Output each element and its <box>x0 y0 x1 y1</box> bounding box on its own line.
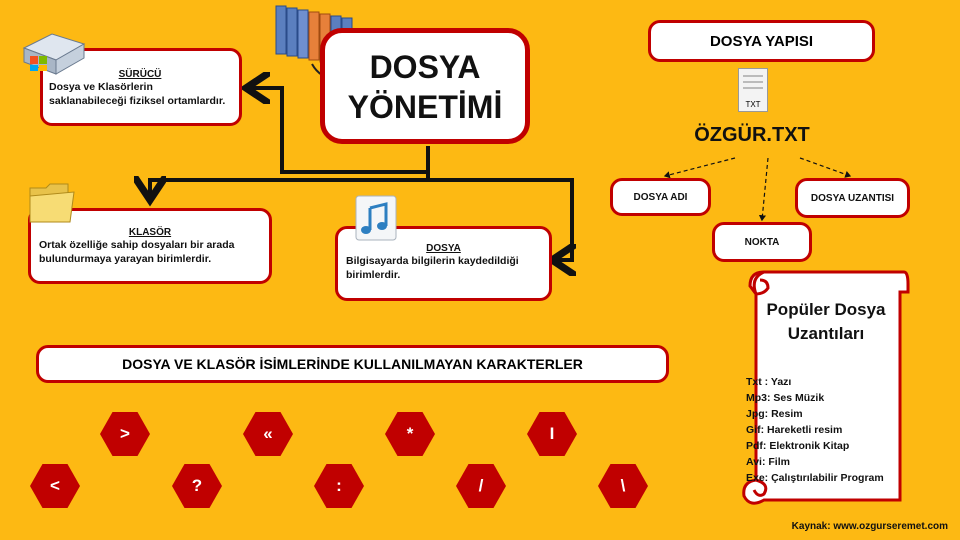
file-title: DOSYA <box>426 243 461 254</box>
char-hex: / <box>456 464 506 508</box>
example-filename: ÖZGÜR.TXT <box>694 124 810 146</box>
drive-text: Dosya ve Klasörlerin saklanabileceği fiz… <box>49 81 226 107</box>
title-line-1: DOSYA <box>369 49 481 85</box>
list-item: Mp3: Ses Müzik <box>746 392 825 404</box>
char-hex: : <box>314 464 364 508</box>
title-box: DOSYA YÖNETİMİ <box>320 28 530 144</box>
file-structure-header: DOSYA YAPISI <box>648 20 875 62</box>
drive-title: SÜRÜCÜ <box>118 69 162 80</box>
file-name-label: DOSYA ADI <box>633 191 688 203</box>
folder-text: Ortak özelliğe sahip dosyaları bir arada… <box>39 239 235 265</box>
file-text: Bilgisayarda bilgilerin kaydedildiği bir… <box>346 255 519 281</box>
list-item: Pdf: Elektronik Kitap <box>746 440 850 452</box>
popular-extensions-scroll: Popüler Dosya Uzantıları Txt : Yazı Mp3:… <box>740 270 910 510</box>
extension-part: DOSYA UZANTISI <box>795 178 910 218</box>
list-item: Jpg: Resim <box>746 408 803 420</box>
forbidden-chars-header: DOSYA VE KLASÖR İSİMLERİNDE KULLANILMAYA… <box>36 345 669 383</box>
char-hex: < <box>30 464 80 508</box>
popular-title: Popüler Dosya Uzantıları <box>766 300 886 343</box>
folder-title: KLASÖR <box>128 227 172 238</box>
char-hex: ? <box>172 464 222 508</box>
char-hex: * <box>385 412 435 456</box>
forbidden-chars-title: DOSYA VE KLASÖR İSİMLERİNDE KULLANILMAYA… <box>122 356 583 372</box>
list-item: Txt : Yazı <box>746 376 792 388</box>
char-hex: « <box>243 412 293 456</box>
txt-icon-label: TXT <box>745 100 761 109</box>
hard-drive-icon <box>22 33 86 75</box>
scroll-shape <box>742 270 910 505</box>
file-name-part: DOSYA ADI <box>610 178 711 216</box>
list-item: Gif: Hareketli resim <box>746 424 843 436</box>
drive-box: SÜRÜCÜ Dosya ve Klasörlerin saklanabilec… <box>40 48 242 126</box>
title-line-2: YÖNETİMİ <box>347 89 503 125</box>
music-file-icon <box>355 195 397 241</box>
dot-part: NOKTA <box>712 222 812 262</box>
file-structure-title: DOSYA YAPISI <box>709 32 814 50</box>
list-item: Exe: Çalıştırılabilir Program <box>746 472 884 484</box>
dot-label: NOKTA <box>744 236 780 248</box>
folder-icon <box>29 183 75 223</box>
list-item: Avi: Film <box>746 456 790 468</box>
char-hex: > <box>100 412 150 456</box>
file-box: DOSYA Bilgisayarda bilgilerin kaydedildi… <box>335 226 552 301</box>
txt-file-icon: TXT <box>738 68 768 112</box>
extension-label: DOSYA UZANTISI <box>810 192 895 204</box>
source-credit: Kaynak: www.ozgurseremet.com <box>791 521 948 532</box>
popular-list: Txt : Yazı Mp3: Ses Müzik Jpg: Resim Gif… <box>746 374 906 486</box>
